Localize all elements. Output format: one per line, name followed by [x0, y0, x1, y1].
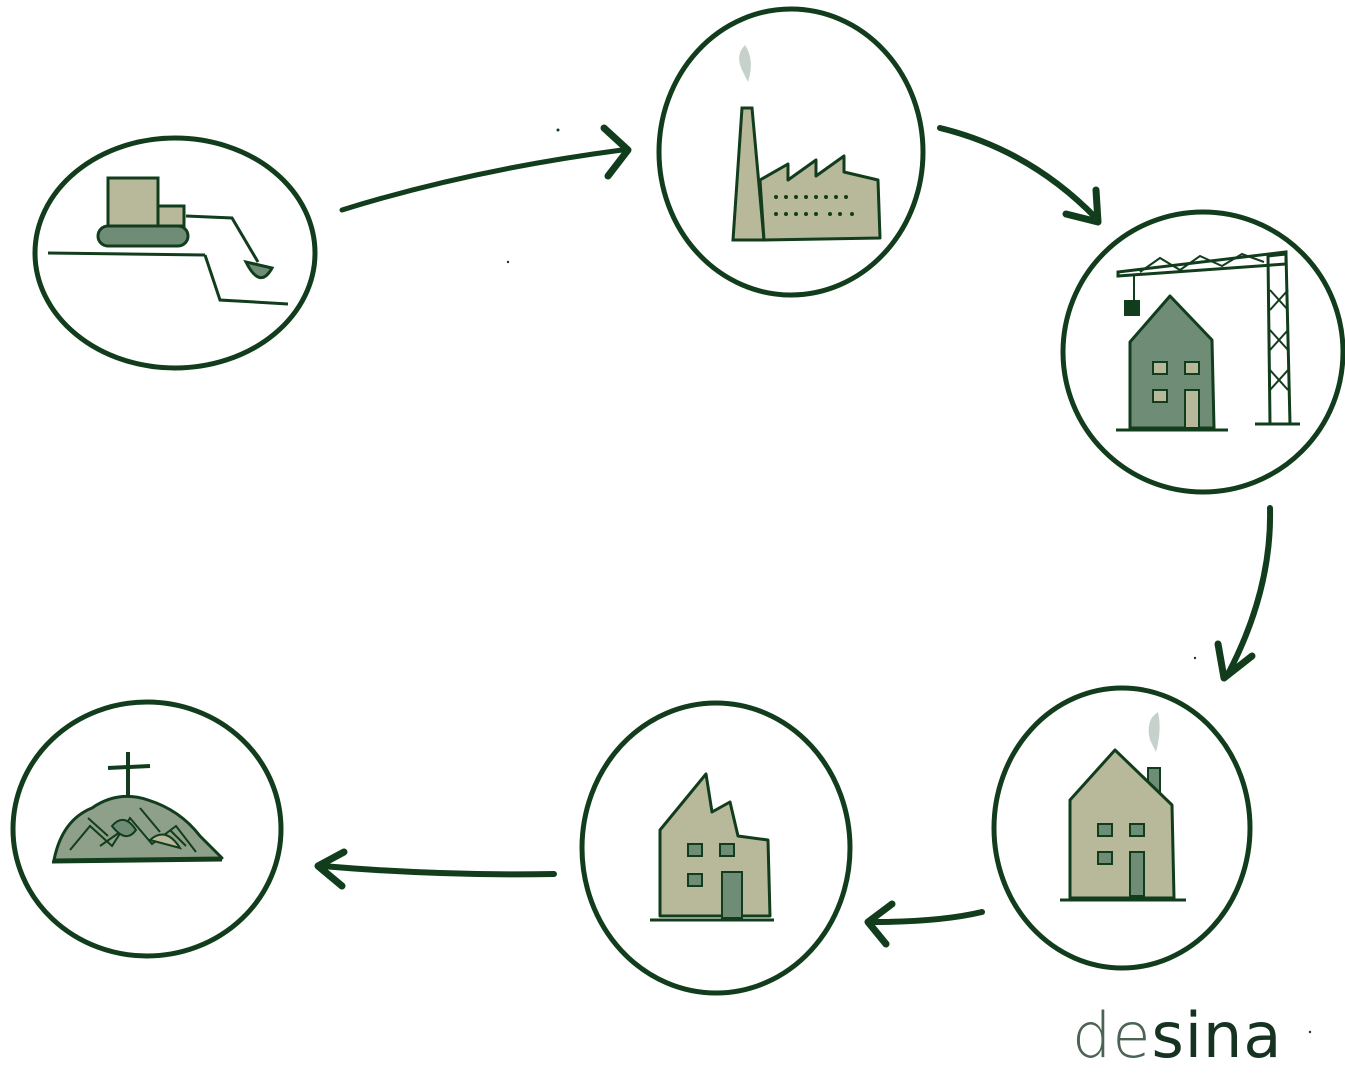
rubble-grave-icon	[51, 752, 224, 864]
damaged-house-icon	[650, 772, 774, 922]
manufacturing-stage	[656, 6, 926, 298]
logo-light-part: de	[1072, 999, 1152, 1072]
landfill-stage	[10, 699, 284, 959]
arrow-1-to-2	[339, 124, 632, 213]
arrow-5-to-6	[314, 848, 557, 890]
desina-logo: desina	[1072, 996, 1282, 1076]
crane-house-icon	[1116, 250, 1300, 432]
stage-circle	[656, 6, 926, 298]
excavator-icon	[47, 176, 289, 306]
speck	[556, 128, 560, 132]
house-icon	[1060, 712, 1186, 902]
speck	[1308, 1030, 1312, 1034]
arrow-4-to-5	[864, 900, 985, 948]
arrow-3-to-4	[1214, 505, 1274, 682]
speck	[1193, 656, 1197, 660]
use-stage	[991, 685, 1253, 971]
demolition-stage	[579, 700, 853, 996]
stage-circle	[32, 135, 318, 371]
arrow-2-to-3	[937, 125, 1102, 226]
extraction-stage	[32, 135, 318, 371]
factory-icon	[731, 45, 882, 242]
logo-bold-part: sina	[1151, 999, 1283, 1072]
construction-stage	[1060, 209, 1345, 495]
speck	[506, 260, 510, 264]
